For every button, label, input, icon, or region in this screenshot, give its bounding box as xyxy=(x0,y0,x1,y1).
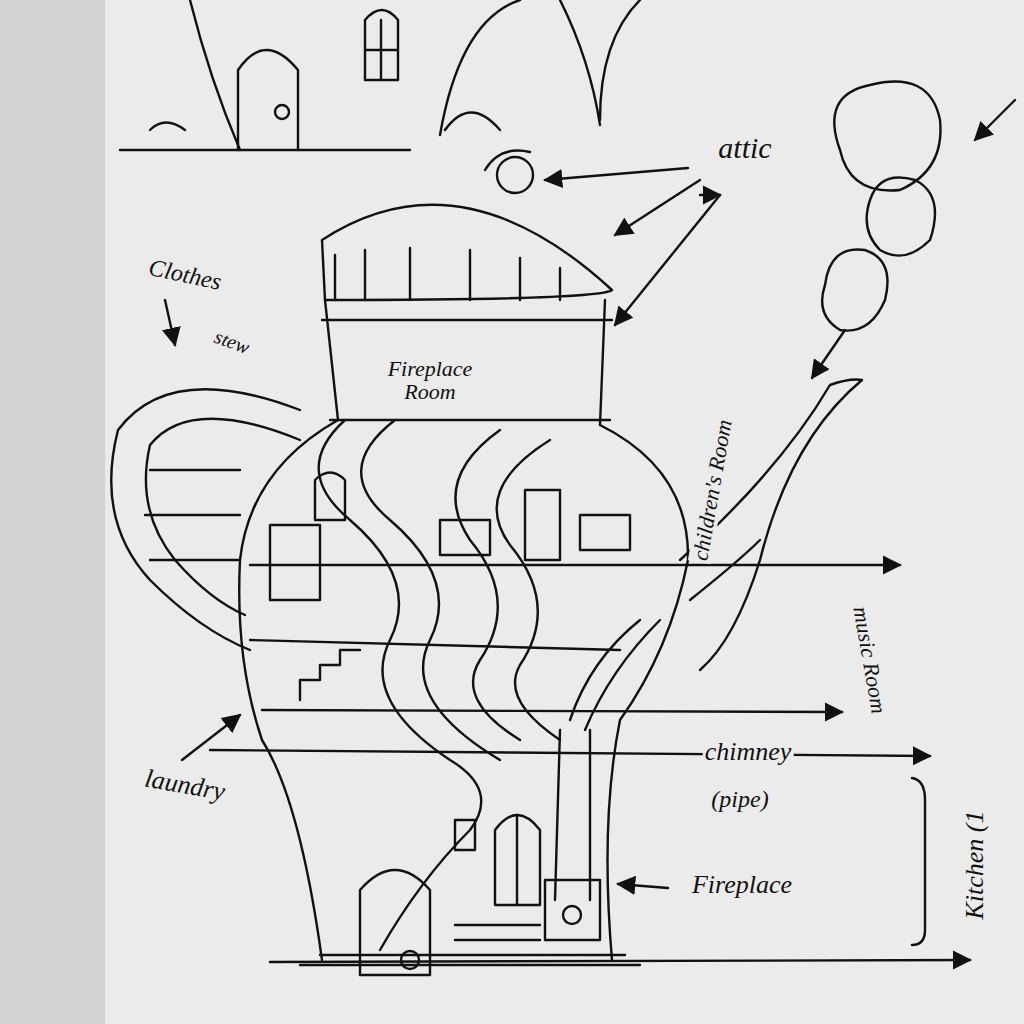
room-label: laundry xyxy=(141,764,229,806)
room-label: Clothes xyxy=(145,255,226,296)
room-label: Fireplace xyxy=(690,871,794,898)
room-label: stew xyxy=(210,325,254,358)
room-label: music Room xyxy=(849,603,891,717)
room-label: children's Room xyxy=(688,416,736,564)
room-label: chimney xyxy=(703,738,794,765)
room-label: attic xyxy=(716,132,773,164)
room-label: Fireplace Room xyxy=(373,357,487,403)
room-label: Kitchen (1 xyxy=(961,808,988,921)
room-label: (pipe) xyxy=(709,787,770,812)
